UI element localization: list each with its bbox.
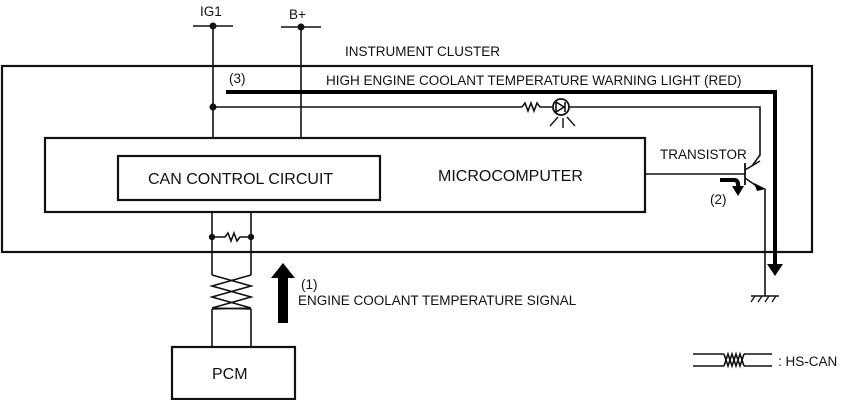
step-1-arrow-icon: [271, 263, 295, 323]
microcomputer-box: [43, 136, 647, 214]
step-1-text: ENGINE COOLANT TEMPERATURE SIGNAL: [298, 293, 577, 308]
twisted-pair-b: [209, 274, 254, 310]
resistor-icon: [521, 100, 552, 114]
step-3-flow-arrow: [226, 90, 777, 266]
ig1-label: IG1: [200, 4, 222, 19]
can-control-circuit-box: [116, 154, 382, 202]
step-1-number: (1): [301, 277, 318, 292]
pcm-label: PCM: [212, 366, 248, 383]
step-3-arrowhead: [767, 264, 783, 276]
legend-hs-can-symbol: [693, 351, 772, 369]
led-to-transistor-wire: [570, 106, 761, 167]
microcomputer-label: MICROCOMPUTER: [438, 168, 583, 185]
bplus-label: B+: [289, 7, 306, 22]
termination-resistor-icon: [212, 230, 251, 244]
transistor-label: TRANSISTOR: [660, 147, 747, 162]
instrument-cluster-label: INSTRUMENT CLUSTER: [345, 44, 500, 59]
can-control-circuit-label: CAN CONTROL CIRCUIT: [148, 171, 333, 188]
pcm-box: [170, 345, 297, 400]
bplus-terminal: B+: [281, 7, 321, 138]
led-icon: [549, 98, 576, 128]
warning-light-label: HIGH ENGINE COOLANT TEMPERATURE WARNING …: [326, 73, 742, 88]
instrument-cluster-box: [0, 64, 814, 254]
step-2-number: (2): [710, 192, 727, 207]
legend-hs-can-label: : HS-CAN: [778, 354, 837, 369]
step-3-number: (3): [229, 71, 246, 86]
transistor-icon: [645, 160, 766, 191]
can-bus: [208, 212, 255, 347]
step-2-arrow-icon: [720, 178, 744, 196]
ground-icon: [750, 295, 779, 303]
ig1-terminal: IG1: [193, 4, 233, 138]
